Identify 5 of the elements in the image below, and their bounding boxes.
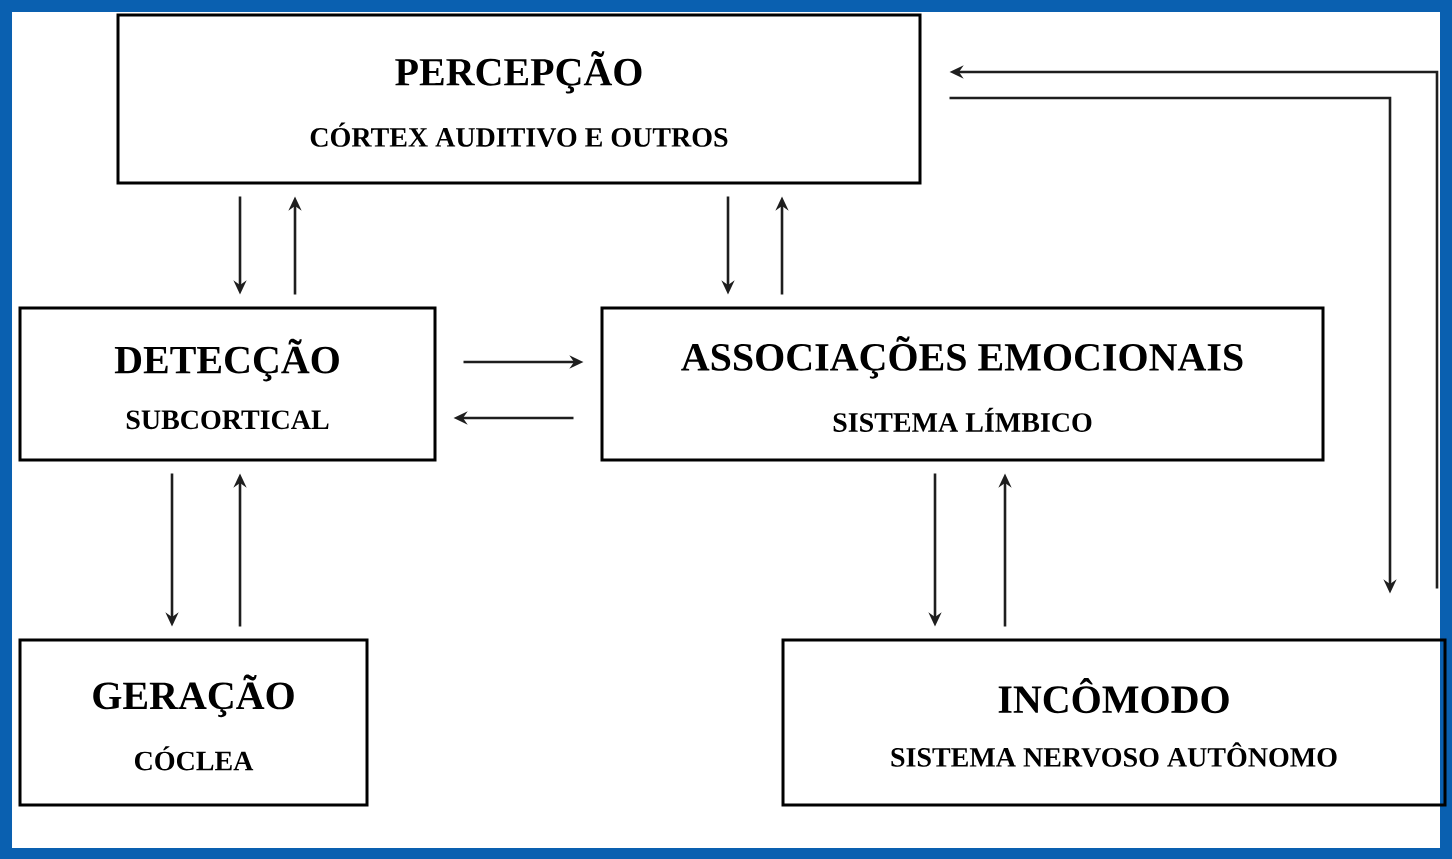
process-box: DETECÇÃO SUBCORTICAL: [18, 306, 437, 462]
process-box: INCÔMODO SISTEMA NERVOSO AUTÔNOMO: [781, 638, 1447, 807]
process-box: ASSOCIAÇÕES EMOCIONAIS SISTEMA LÍMBICO: [600, 306, 1325, 462]
process-box: GERAÇÃO CÓCLEA: [18, 638, 369, 807]
process-box: PERCEPÇÃO CÓRTEX AUDITIVO E OUTROS: [116, 13, 922, 185]
